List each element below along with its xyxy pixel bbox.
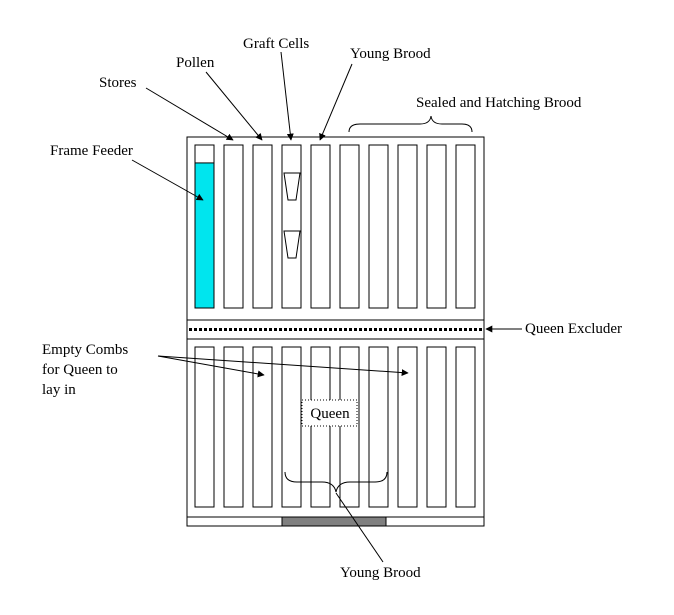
stores-arrow [145, 87, 234, 141]
pollen-arrow [205, 71, 263, 141]
stores-label: Stores [99, 75, 137, 91]
lower-frame [426, 346, 447, 508]
frame-stores [223, 144, 244, 309]
lower-frame [281, 346, 302, 508]
sealed-hatching-brace [348, 115, 473, 133]
lower-frame [368, 346, 389, 508]
pollen-label: Pollen [176, 55, 215, 71]
frame-feeder-arrow [131, 159, 204, 201]
empty-combs-arrow-left [157, 355, 265, 378]
frame-pollen [252, 144, 273, 309]
lower-frame [455, 346, 476, 508]
hive-entrance [281, 516, 387, 527]
empty-combs-label-line3: lay in [42, 382, 76, 398]
frame-feeder-syrup [194, 162, 215, 309]
empty-combs-arrow-right [157, 355, 409, 377]
young-brood-bottom-brace [284, 471, 388, 493]
lower-frame [397, 346, 418, 508]
upper-frames [223, 144, 476, 309]
young-brood-bottom-arrow [335, 492, 384, 563]
graft-cup [283, 172, 301, 201]
frame-sealed-brood [397, 144, 418, 309]
graft-cell-cups [283, 172, 301, 259]
lower-frame [339, 346, 360, 508]
frame-young-brood [310, 144, 331, 309]
frame-graft-cells [281, 144, 302, 309]
sealed-hatching-label: Sealed and Hatching Brood [416, 95, 582, 111]
lower-frame [223, 346, 244, 508]
frame-sealed-brood [426, 144, 447, 309]
frame-feeder-label: Frame Feeder [50, 143, 133, 159]
queen-marker [301, 399, 358, 427]
lower-frames [194, 346, 476, 508]
young-brood-bottom-label: Young Brood [340, 565, 421, 581]
lower-frame [194, 346, 215, 508]
queen-label: Queen [310, 406, 350, 422]
graft-cup [283, 230, 301, 259]
lower-frame [252, 346, 273, 508]
graft-cells-arrow [280, 51, 294, 141]
empty-combs-label-line1: Empty Combs [42, 342, 128, 358]
bottom-board [186, 516, 485, 527]
graft-cells-label: Graft Cells [243, 36, 309, 52]
young-brood-top-arrow [319, 63, 353, 141]
queen-excluder [186, 319, 485, 340]
frame-sealed-brood [455, 144, 476, 309]
lower-frame [310, 346, 331, 508]
frame-sealed-brood [368, 144, 389, 309]
young-brood-top-label: Young Brood [350, 46, 431, 62]
queen-excluder-label: Queen Excluder [525, 321, 622, 337]
frame-feeder [194, 144, 215, 309]
empty-combs-label-line2: for Queen to [42, 362, 118, 378]
frame-sealed-brood [339, 144, 360, 309]
